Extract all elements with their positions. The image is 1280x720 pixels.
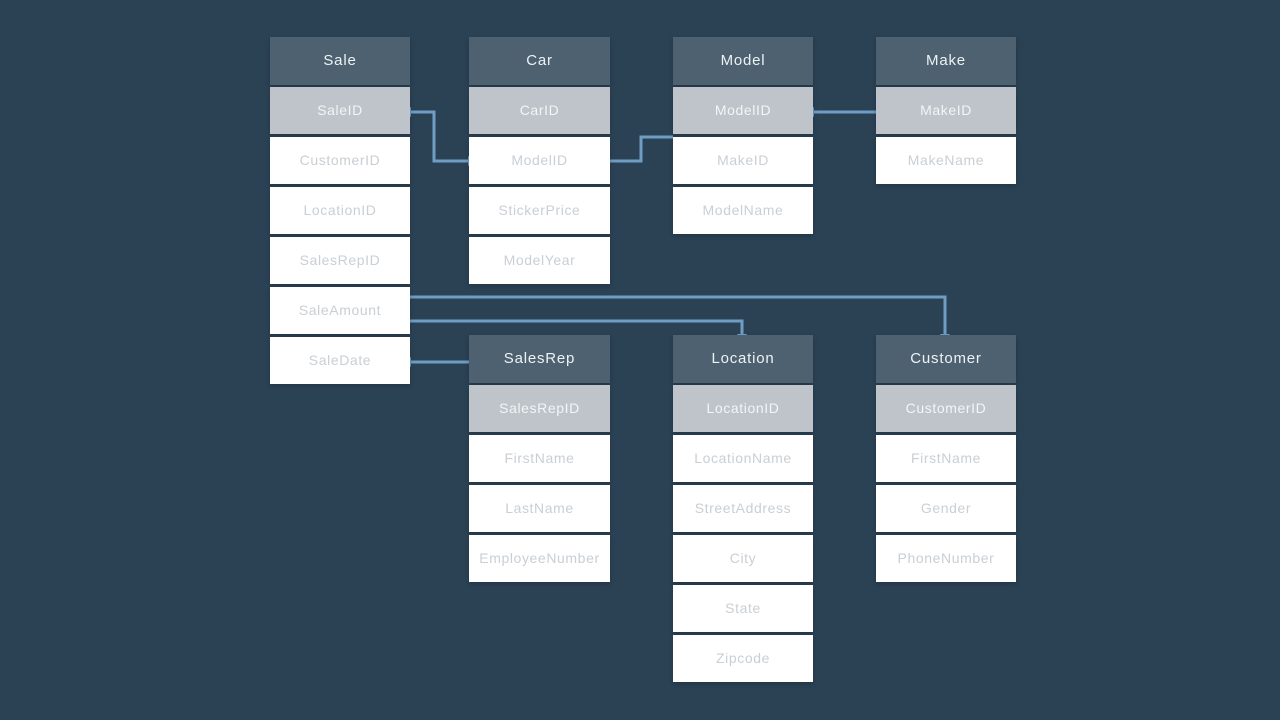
table-customer-field-phonenumber: PhoneNumber xyxy=(876,535,1016,582)
connector-sale-to-customer xyxy=(410,295,947,335)
table-sale-field-saleid: SaleID xyxy=(270,87,410,134)
connector-car-modelid-to-model-modelid xyxy=(610,135,673,163)
table-location-field-state: State xyxy=(673,585,813,632)
table-sale-field-salesrepid: SalesRepID xyxy=(270,237,410,284)
table-location-field-locationid: LocationID xyxy=(673,385,813,432)
table-salesrep-field-employeenumber: EmployeeNumber xyxy=(469,535,610,582)
table-sale-field-saleamount: SaleAmount xyxy=(270,287,410,334)
table-make-field-makename: MakeName xyxy=(876,137,1016,184)
table-model-field-makeid: MakeID xyxy=(673,137,813,184)
table-customer-title: Customer xyxy=(876,335,1016,383)
table-location-field-streetaddress: StreetAddress xyxy=(673,485,813,532)
table-sale-field-locationid: LocationID xyxy=(270,187,410,234)
table-location-field-city: City xyxy=(673,535,813,582)
table-sale-field-saledate: SaleDate xyxy=(270,337,410,384)
table-customer-field-gender: Gender xyxy=(876,485,1016,532)
table-make-field-makeid: MakeID xyxy=(876,87,1016,134)
table-car-field-carid: CarID xyxy=(469,87,610,134)
connector-sale-to-location xyxy=(410,319,744,335)
table-make-title: Make xyxy=(876,37,1016,85)
table-salesrep-field-salesrepid: SalesRepID xyxy=(469,385,610,432)
table-model-field-modelname: ModelName xyxy=(673,187,813,234)
table-salesrep-title: SalesRep xyxy=(469,335,610,383)
table-car-field-stickerprice: StickerPrice xyxy=(469,187,610,234)
table-location-field-locationname: LocationName xyxy=(673,435,813,482)
connector-sale-saleid-to-car-modelid xyxy=(410,110,469,163)
table-salesrep-field-firstname: FirstName xyxy=(469,435,610,482)
table-customer-field-firstname: FirstName xyxy=(876,435,1016,482)
table-sale-field-customerid: CustomerID xyxy=(270,137,410,184)
table-car-title: Car xyxy=(469,37,610,85)
table-customer-field-customerid: CustomerID xyxy=(876,385,1016,432)
table-salesrep-field-lastname: LastName xyxy=(469,485,610,532)
table-model-title: Model xyxy=(673,37,813,85)
table-location-field-zipcode: Zipcode xyxy=(673,635,813,682)
table-sale-title: Sale xyxy=(270,37,410,85)
table-car-field-modelyear: ModelYear xyxy=(469,237,610,284)
table-car-field-modelid: ModelID xyxy=(469,137,610,184)
table-location-title: Location xyxy=(673,335,813,383)
table-model-field-modelid: ModelID xyxy=(673,87,813,134)
